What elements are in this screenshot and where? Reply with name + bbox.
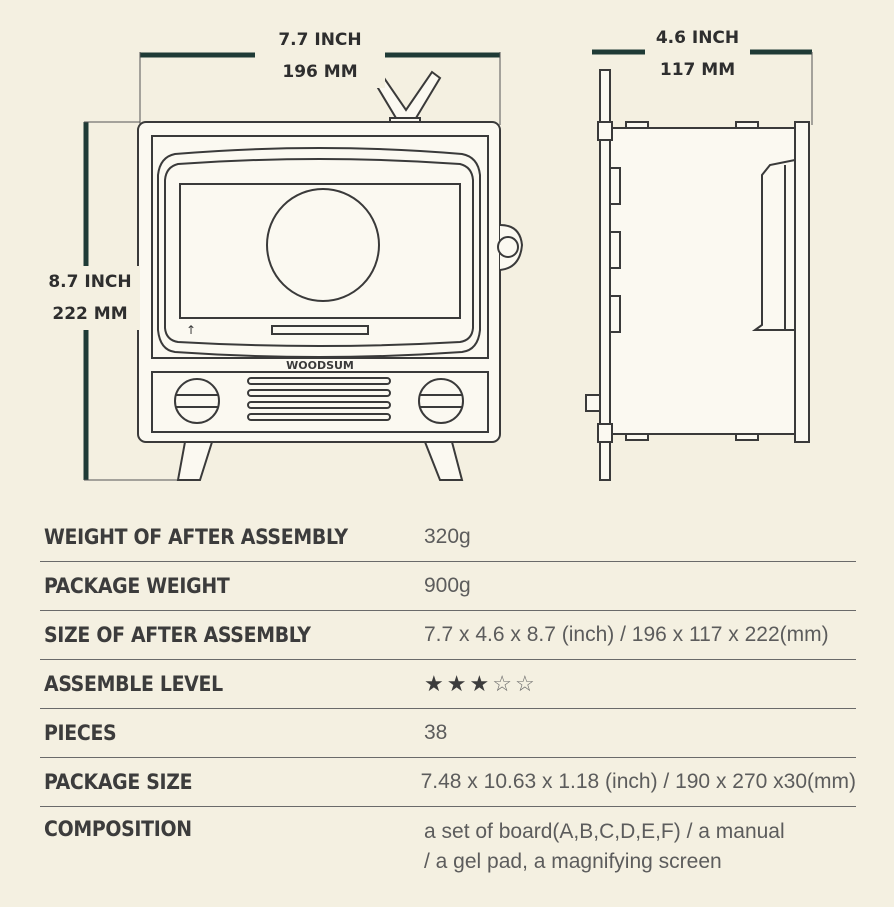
brand-label: WOODSUM	[286, 359, 354, 372]
width-dimension-label: 7.7 INCH 196 MM	[255, 24, 385, 88]
spec-row-composition: COMPOSITION a set of board(A,B,C,D,E,F) …	[40, 807, 856, 883]
spec-value: a set of board(A,B,C,D,E,F) / a manual /…	[424, 817, 856, 877]
spec-table: WEIGHT OF AFTER ASSEMBLY 320g PACKAGE WE…	[40, 513, 856, 883]
assemble-level-stars: ★★★☆☆	[424, 671, 856, 697]
star-filled-icon: ★	[424, 671, 447, 696]
product-dimension-diagram: ↑ WOODSUM	[83, 49, 813, 481]
spec-label: COMPOSITION	[44, 817, 192, 841]
composition-line-1: a set of board(A,B,C,D,E,F) / a manual	[424, 820, 785, 843]
spec-value: 7.7 x 4.6 x 8.7 (inch) / 196 x 117 x 222…	[424, 623, 829, 646]
depth-mm: 117 MM	[659, 60, 736, 80]
star-empty-icon: ☆	[492, 671, 515, 696]
spec-row-assemble-level: ASSEMBLE LEVEL ★★★☆☆	[40, 660, 856, 709]
tv-front-view: ↑ WOODSUM	[137, 70, 524, 481]
width-inch: 7.7 INCH	[278, 30, 362, 50]
spec-label: SIZE OF AFTER ASSEMBLY	[44, 623, 311, 647]
star-filled-icon: ★	[446, 671, 470, 696]
spec-label: PIECES	[44, 721, 117, 745]
svg-text:↑: ↑	[186, 323, 196, 337]
spec-value: 38	[424, 721, 448, 744]
depth-dimension-label: 4.6 INCH 117 MM	[645, 22, 750, 86]
height-mm: 222 MM	[52, 304, 128, 324]
width-mm: 196 MM	[282, 62, 358, 82]
height-inch: 8.7 INCH	[48, 272, 132, 292]
spec-row-weight: WEIGHT OF AFTER ASSEMBLY 320g	[40, 513, 856, 562]
screen-circle	[266, 188, 380, 302]
spec-value: 320g	[424, 525, 471, 548]
spec-label: PACKAGE WEIGHT	[44, 574, 230, 598]
spec-row-package-size: PACKAGE SIZE 7.48 x 10.63 x 1.18 (inch) …	[40, 758, 856, 807]
spec-label: PACKAGE SIZE	[44, 770, 193, 794]
depth-inch: 4.6 INCH	[655, 28, 740, 48]
star-empty-icon: ☆	[514, 671, 538, 696]
composition-line-2: / a gel pad, a magnifying screen	[424, 850, 722, 873]
star-filled-icon: ★	[469, 671, 493, 696]
spec-row-package-weight: PACKAGE WEIGHT 900g	[40, 562, 856, 611]
spec-row-size: SIZE OF AFTER ASSEMBLY 7.7 x 4.6 x 8.7 (…	[40, 611, 856, 660]
spec-value: 900g	[424, 574, 471, 597]
spec-label: ASSEMBLE LEVEL	[44, 672, 223, 696]
tv-side-view	[585, 69, 810, 481]
spec-row-pieces: PIECES 38	[40, 709, 856, 758]
spec-value: 7.48 x 10.63 x 1.18 (inch) / 190 x 270 x…	[420, 770, 856, 793]
spec-label: WEIGHT OF AFTER ASSEMBLY	[44, 525, 348, 549]
height-dimension-label: 8.7 INCH 222 MM	[40, 266, 140, 330]
